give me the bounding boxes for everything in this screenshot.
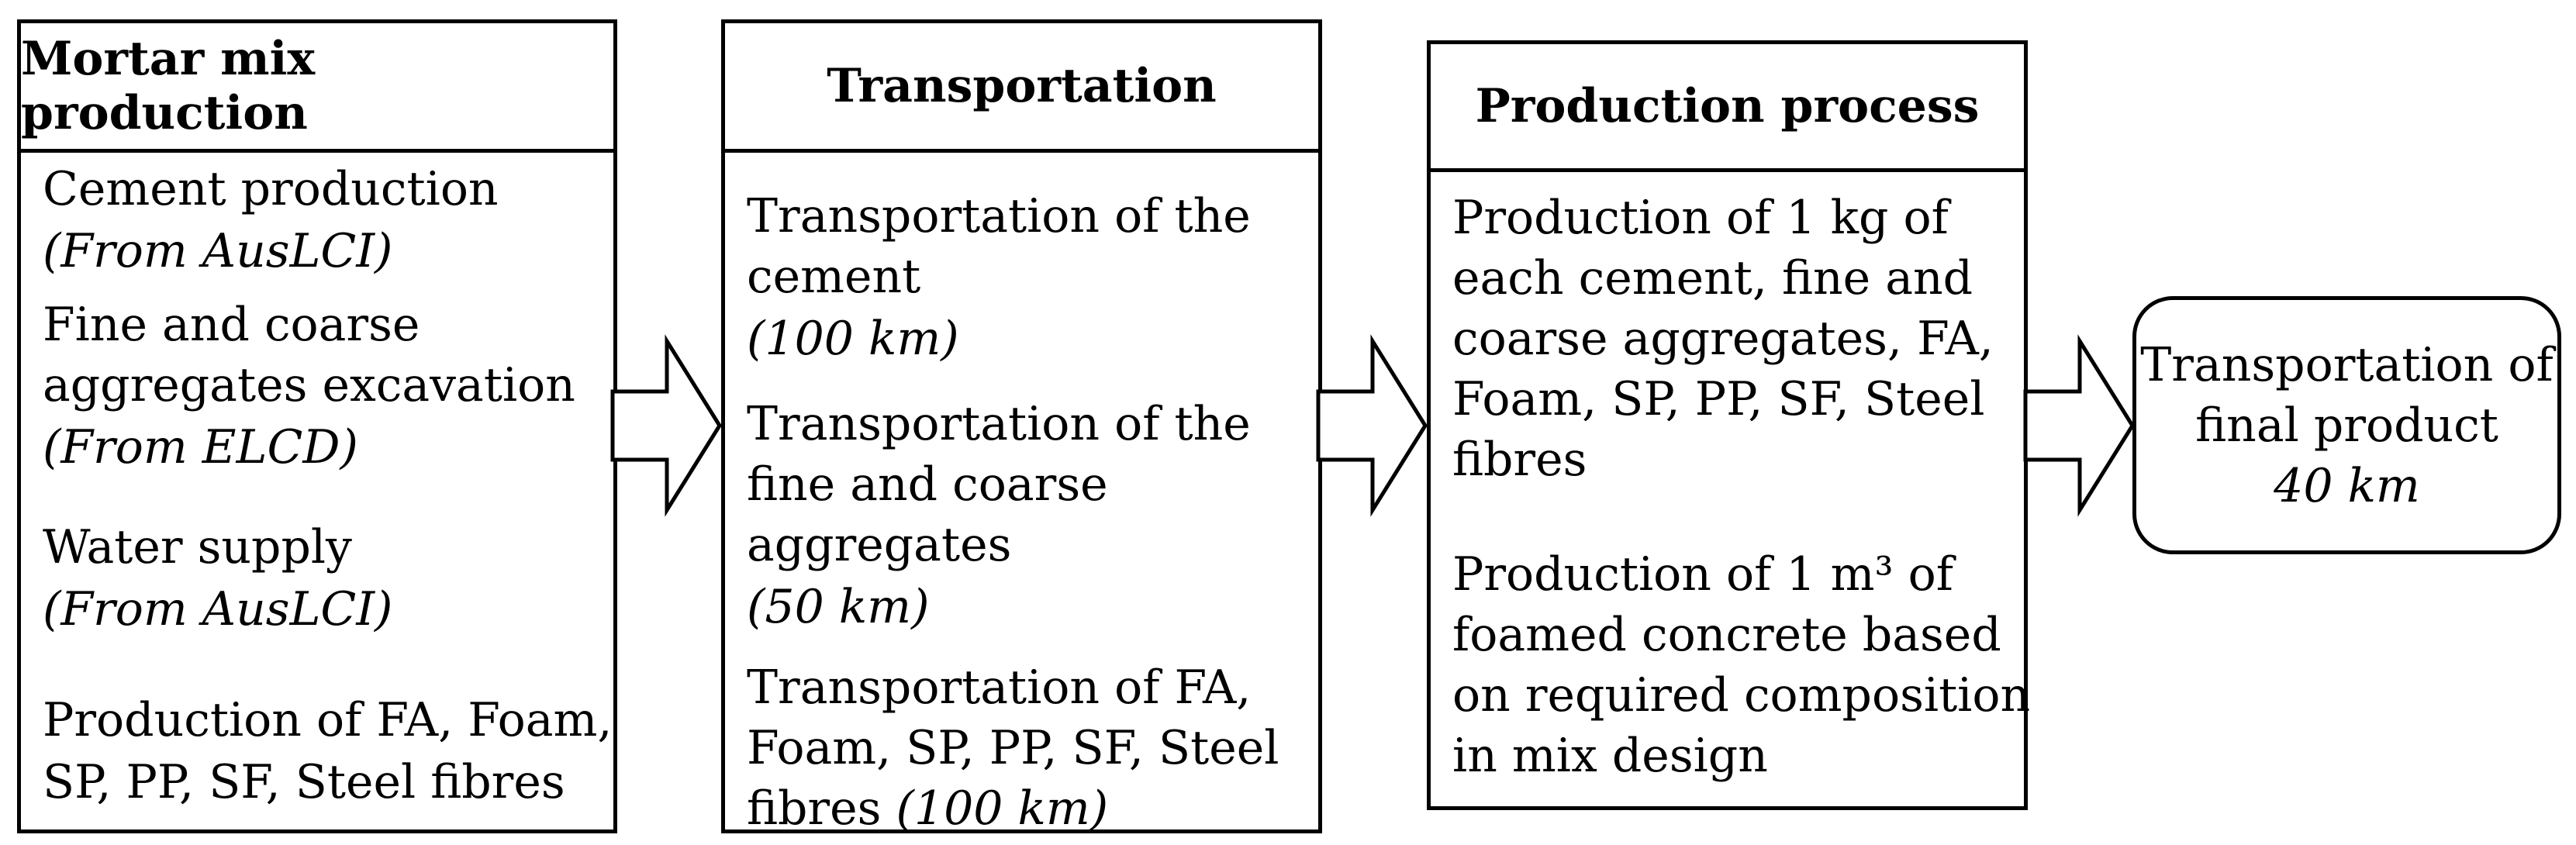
production-fa-foam-label-line1: Production of FA, Foam,: [43, 693, 613, 747]
arrow-right-icon: [610, 334, 722, 517]
production-1m3-line2: foamed concrete based: [1452, 608, 2001, 662]
aggregates-excavation-label-line2: aggregates excavation: [43, 358, 575, 412]
production-fa-foam-label-line2: SP, PP, SF, Steel fibres: [43, 755, 565, 809]
production-1kg-line2: each cement, fine and: [1452, 251, 1973, 305]
transportation-box: Transportation Transportation of the cem…: [721, 19, 1322, 836]
transport-fa-label-text: fibres: [747, 781, 882, 836]
production-1kg-line3: coarse aggregates, FA,: [1452, 312, 1994, 366]
transport-aggregates-label-line1: Transportation of the: [747, 397, 1251, 451]
cement-production-label: Cement production: [43, 162, 499, 216]
aggregates-excavation-source: (From ELCD): [43, 420, 358, 474]
cement-production-source: (From AusLCI): [43, 224, 393, 278]
transport-cement-distance: (100 km): [747, 312, 959, 366]
transportation-title: Transportation: [725, 23, 1318, 153]
transport-aggregates-label-line3: aggregates: [747, 518, 1012, 572]
production-process-box: Production process Production of 1 kg of…: [1427, 40, 2031, 810]
final-product-label-line1: Transportation of: [2140, 337, 2554, 392]
mortar-mix-production-box: Mortar mix production Cement production …: [17, 19, 617, 833]
arrow-right-icon: [2023, 334, 2135, 517]
mortar-mix-production-title: Mortar mix production: [21, 23, 613, 153]
transport-fa-label-line1: Transportation of FA,: [747, 660, 1252, 715]
water-supply-source: (From AusLCI): [43, 582, 393, 636]
transport-fa-label-line2: Foam, SP, PP, SF, Steel: [747, 721, 1279, 775]
production-1m3-line1: Production of 1 m³ of: [1452, 547, 1953, 602]
production-1kg-line1: Production of 1 kg of: [1452, 191, 1949, 245]
production-1m3-line3: on required composition: [1452, 668, 2031, 723]
transport-fa-label-line3: fibres (100 km): [747, 778, 1108, 839]
final-product-box: Transportation of final product 40 km: [2132, 296, 2561, 554]
transport-fa-distance: (100 km): [896, 781, 1109, 836]
production-process-title: Production process: [1431, 44, 2024, 172]
production-1kg-line5: fibres: [1452, 433, 1587, 487]
production-1m3-line4: in mix design: [1452, 729, 1768, 783]
production-1kg-line4: Foam, SP, PP, SF, Steel: [1452, 372, 1985, 426]
transport-cement-label-line2: cement: [747, 250, 921, 304]
transport-aggregates-label-line2: fine and coarse: [747, 457, 1108, 512]
transport-aggregates-distance: (50 km): [747, 580, 930, 634]
aggregates-excavation-label-line1: Fine and coarse: [43, 298, 420, 352]
arrow-right-icon: [1316, 334, 1428, 517]
transport-cement-label-line1: Transportation of the: [747, 189, 1251, 243]
water-supply-label: Water supply: [43, 520, 352, 574]
final-product-distance: 40 km: [2274, 458, 2420, 513]
final-product-label-line2: final product: [2195, 398, 2498, 453]
